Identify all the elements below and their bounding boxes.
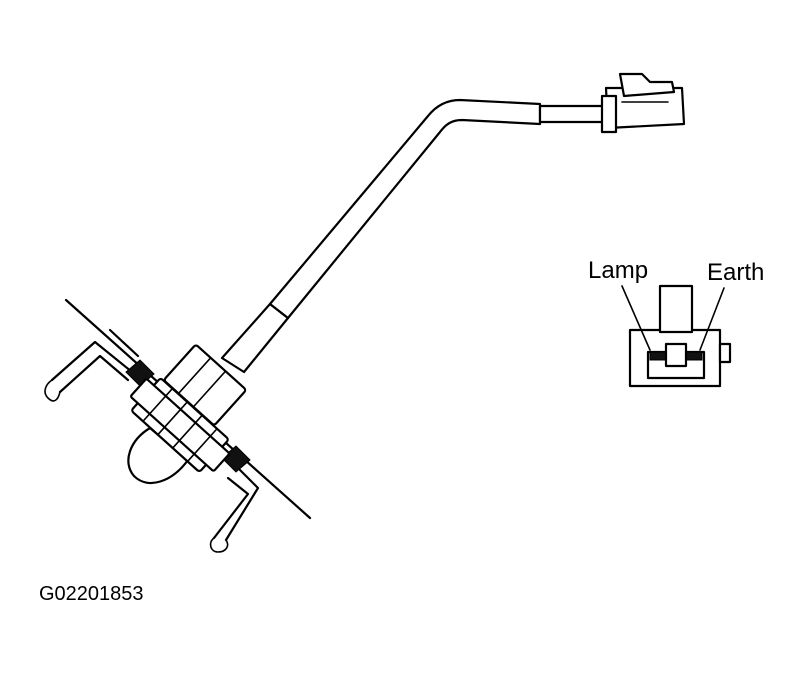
- right-bracket: [209, 468, 260, 553]
- socket-housing: [163, 344, 247, 426]
- left-bracket: [44, 340, 134, 402]
- wire-harness: [268, 98, 608, 320]
- earth-label: Earth: [707, 259, 764, 286]
- lamp-leader-line: [621, 285, 651, 351]
- earth-leader-line: [699, 287, 725, 351]
- cable-boot: [220, 302, 290, 374]
- figure-id: G02201853: [39, 583, 144, 605]
- wire-connector-plug: [600, 72, 686, 134]
- lamp-bulb: [127, 426, 190, 485]
- lamp-label: Lamp: [588, 257, 648, 284]
- connector-pinout: [621, 284, 732, 388]
